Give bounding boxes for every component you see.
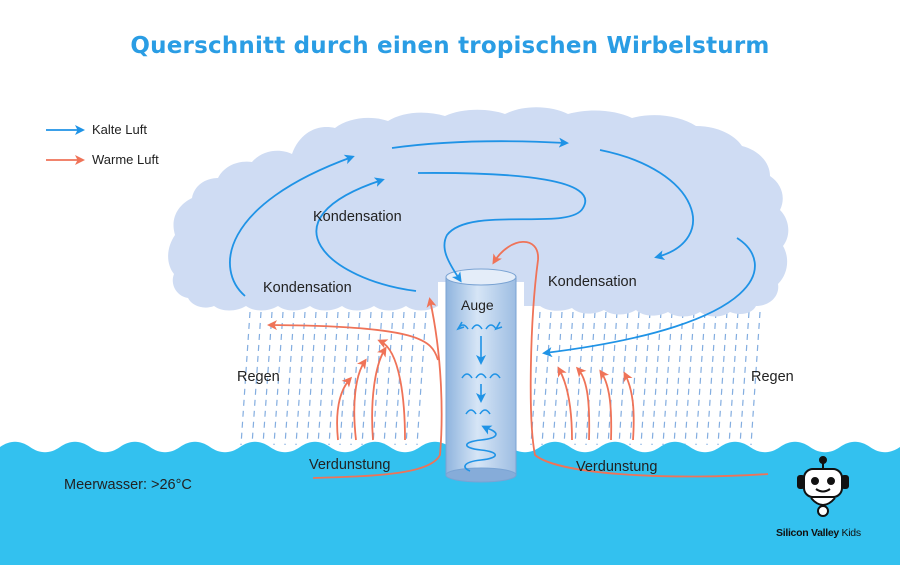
rain-streak (306, 311, 317, 446)
cold-flow-inner (417, 172, 587, 283)
rain-streak (530, 311, 541, 446)
rain-streak (673, 311, 684, 446)
rain-streak (317, 311, 328, 446)
rain-streak (405, 311, 416, 446)
rain-streak (739, 311, 750, 446)
eye-spiral (464, 427, 497, 472)
rain-streak (684, 311, 695, 446)
label-kondensation-right: Kondensation (548, 274, 637, 290)
label-kondensation-left-bottom: Kondensation (263, 280, 352, 296)
rain-streak (563, 311, 574, 446)
rain-streak (706, 311, 717, 446)
rain-left (240, 311, 427, 446)
robot-logo-icon (797, 456, 849, 517)
label-auge: Auge (461, 297, 494, 313)
rain-streak (273, 311, 284, 446)
cold-flow-top-right (599, 149, 694, 260)
rain-streak (295, 311, 306, 446)
logo-text: Silicon Valley Kids (776, 527, 861, 539)
rain-streak (372, 311, 383, 446)
cold-air-flows (229, 137, 756, 358)
rain-streak (662, 311, 673, 446)
rain-streak (240, 311, 251, 446)
rain-streak (750, 311, 761, 446)
cold-flow-right (542, 237, 756, 358)
label-meerwasser: Meerwasser: >26°C (64, 477, 192, 493)
rain-streak (328, 311, 339, 446)
diagram-title: Querschnitt durch einen tropischen Wirbe… (130, 33, 770, 59)
rain-streak (695, 311, 706, 446)
eye-internal-flow (456, 321, 503, 472)
rain-streak (284, 311, 295, 446)
rain-streak (339, 311, 350, 446)
warm-flow-surface-right (492, 240, 769, 478)
warm-air-flows (267, 240, 769, 479)
label-verdunstung-left: Verdunstung (309, 457, 391, 473)
rain-streak (629, 311, 640, 446)
cold-flow-outer-left (229, 154, 355, 297)
rain-streak (585, 311, 596, 446)
label-verdunstung-right: Verdunstung (576, 459, 658, 475)
logo-suffix: Kids (841, 527, 862, 539)
warm-flow-surface-left (312, 297, 443, 479)
rain-streak (552, 311, 563, 446)
rain-streak (350, 311, 361, 446)
legend-warm-label: Warme Luft (92, 152, 159, 167)
rain-streak (640, 311, 651, 446)
rain-streak (251, 311, 262, 446)
rain-streak (728, 311, 739, 446)
rain-streak (618, 311, 629, 446)
rain-streak (361, 311, 372, 446)
label-regen-right: Regen (751, 369, 794, 385)
rain-streak (262, 311, 273, 446)
rain-streak (383, 311, 394, 446)
rain-streak (574, 311, 585, 446)
cold-flow-top (391, 137, 569, 149)
rain-streak (541, 311, 552, 446)
warm-flow-upper-left (267, 320, 439, 361)
legend-cold-label: Kalte Luft (92, 122, 147, 137)
logo-name: Silicon Valley (776, 527, 839, 539)
rain-streak (416, 311, 427, 446)
rain-streak (607, 311, 618, 446)
sea (0, 441, 900, 565)
cold-flow-inner-left (315, 177, 417, 292)
rain-right (530, 311, 761, 446)
label-kondensation-left-top: Kondensation (313, 209, 402, 225)
eye-column (445, 268, 517, 483)
rain-streak (717, 311, 728, 446)
label-regen-left: Regen (237, 369, 280, 385)
rain-streak (651, 311, 662, 446)
